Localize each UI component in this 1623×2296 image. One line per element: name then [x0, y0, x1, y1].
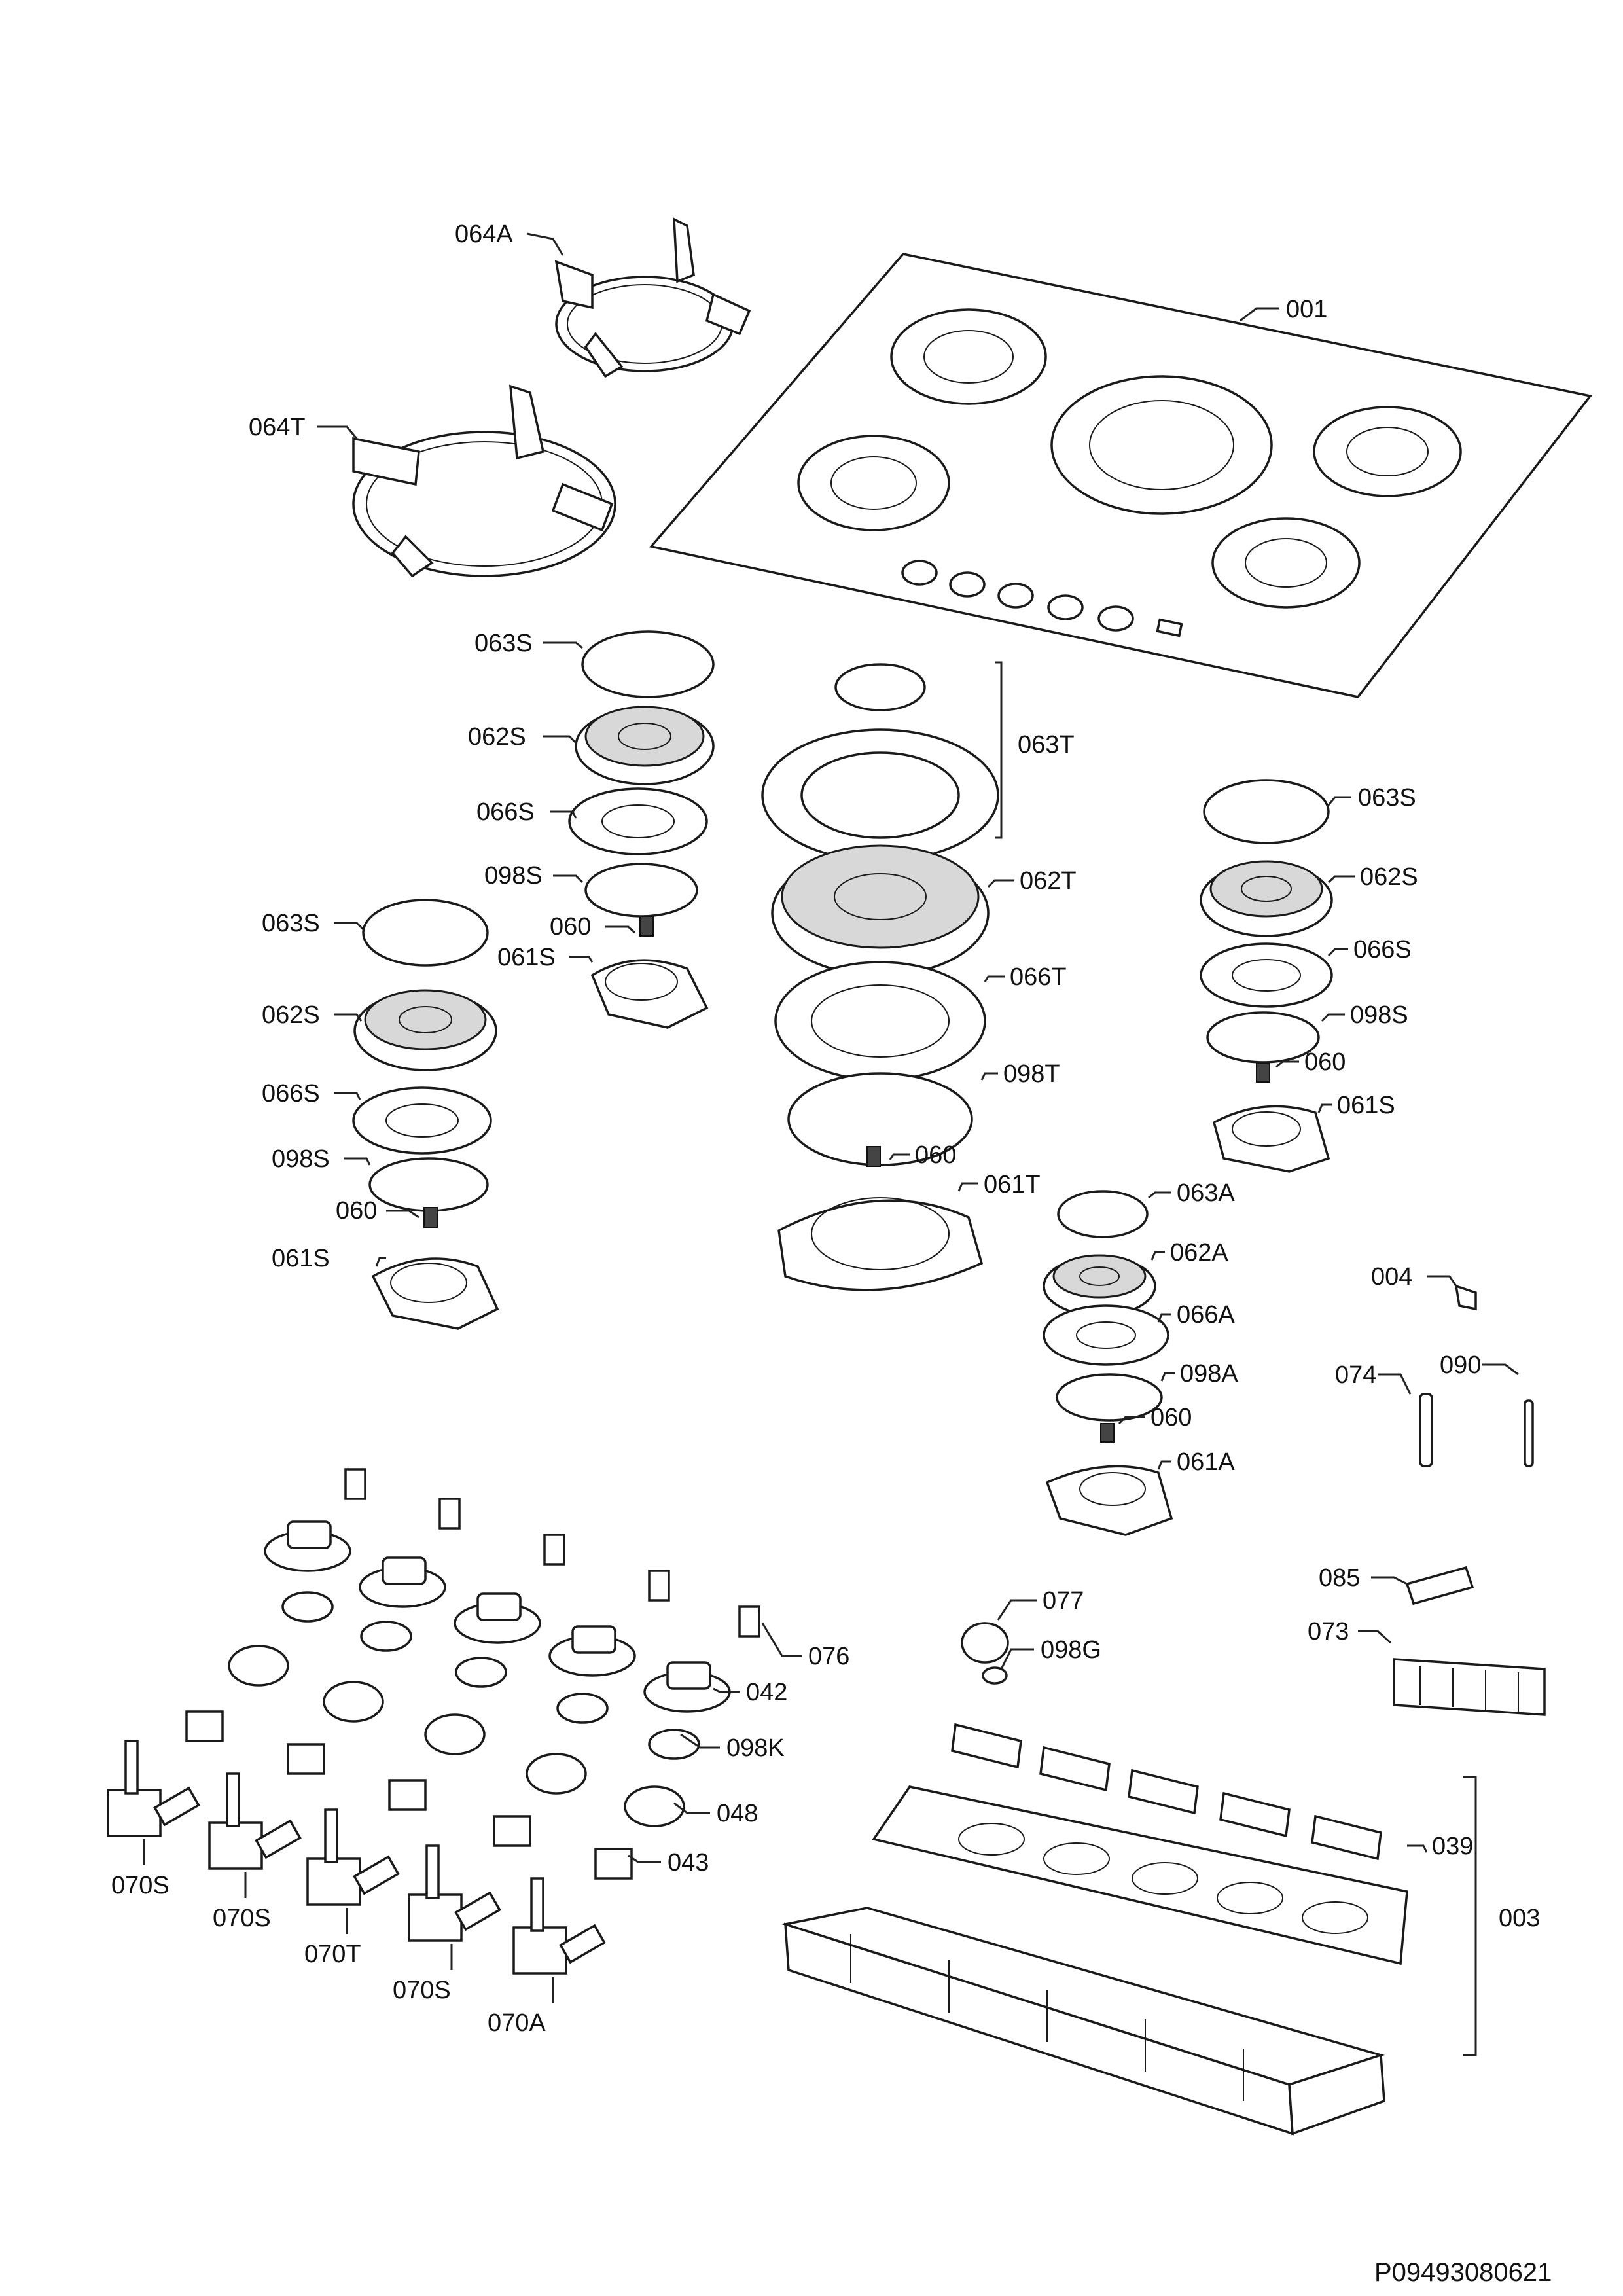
burner-stack-left-lower [352, 899, 499, 1330]
label-060: 060 [550, 913, 591, 941]
label-066S: 066S [1353, 936, 1412, 963]
label-062S: 062S [262, 1001, 320, 1029]
label-098A: 098A [1180, 1360, 1238, 1388]
gas-taps [107, 1740, 606, 1975]
label-062S: 062S [468, 723, 526, 751]
part-labels: 064A 064T 001 063S 062S 066S 098S 060 06… [111, 221, 1552, 2287]
label-074: 074 [1335, 1361, 1376, 1389]
label-077: 077 [1043, 1587, 1084, 1615]
burner-stack-auxiliary [1043, 1190, 1173, 1536]
label-070S: 070S [111, 1872, 169, 1899]
pan-support-064T [352, 384, 616, 578]
label-060: 060 [1304, 1049, 1346, 1076]
label-066A: 066A [1177, 1301, 1235, 1329]
label-060: 060 [1150, 1404, 1192, 1431]
label-098S: 098S [1350, 1001, 1408, 1029]
label-042: 042 [746, 1679, 787, 1706]
label-064T: 064T [249, 414, 306, 441]
label-098S: 098S [484, 862, 543, 889]
label-062A: 062A [1170, 1239, 1228, 1266]
label-098K: 098K [726, 1734, 785, 1762]
burner-stack-left-upper [568, 630, 715, 1029]
label-070S: 070S [213, 1905, 271, 1932]
small-parts-right [961, 1284, 1546, 1716]
label-063T: 063T [1018, 731, 1075, 759]
label-061A: 061A [1177, 1448, 1235, 1476]
burner-stack-right [1200, 779, 1333, 1173]
label-039: 039 [1432, 1833, 1473, 1860]
label-063S: 063S [1358, 784, 1416, 812]
leader-lines [143, 232, 1519, 2056]
label-043: 043 [668, 1849, 709, 1876]
pan-support-064A [554, 217, 751, 378]
label-063A: 063A [1177, 1179, 1235, 1207]
label-062T: 062T [1020, 867, 1077, 895]
label-061S: 061S [272, 1245, 330, 1272]
hob-top-part [649, 253, 1593, 698]
ignition-switches [185, 1710, 633, 1880]
label-061S: 061S [497, 944, 556, 971]
label-004: 004 [1371, 1263, 1412, 1291]
label-070T: 070T [304, 1941, 361, 1968]
control-board [872, 1723, 1408, 1965]
label-060: 060 [336, 1197, 377, 1225]
label-063S: 063S [262, 910, 320, 937]
label-098S: 098S [272, 1145, 330, 1173]
label-066T: 066T [1010, 963, 1067, 991]
label-060: 060 [915, 1141, 956, 1169]
label-070S: 070S [393, 1977, 451, 2004]
label-001: 001 [1286, 296, 1327, 323]
label-003: 003 [1499, 1905, 1540, 1932]
label-098T: 098T [1003, 1060, 1060, 1088]
label-066S: 066S [476, 798, 535, 826]
base-tray [781, 1907, 1385, 2136]
control-knobs [228, 1520, 731, 1827]
label-066S: 066S [262, 1080, 320, 1107]
label-070A: 070A [488, 2009, 546, 2037]
label-063S: 063S [474, 630, 533, 657]
label-090: 090 [1440, 1352, 1481, 1379]
label-085: 085 [1319, 1564, 1360, 1592]
label-048: 048 [717, 1800, 758, 1827]
label-076: 076 [808, 1643, 849, 1670]
label-073: 073 [1308, 1618, 1349, 1645]
label-061S: 061S [1337, 1092, 1395, 1119]
label-064A: 064A [455, 221, 513, 248]
bracket-parts [344, 1468, 760, 1638]
label-098G: 098G [1041, 1636, 1101, 1664]
drawing-code: P09493080621 [1374, 2258, 1552, 2287]
label-062S: 062S [1360, 863, 1418, 891]
label-061T: 061T [984, 1171, 1041, 1198]
burner-stack-center [761, 663, 999, 1291]
